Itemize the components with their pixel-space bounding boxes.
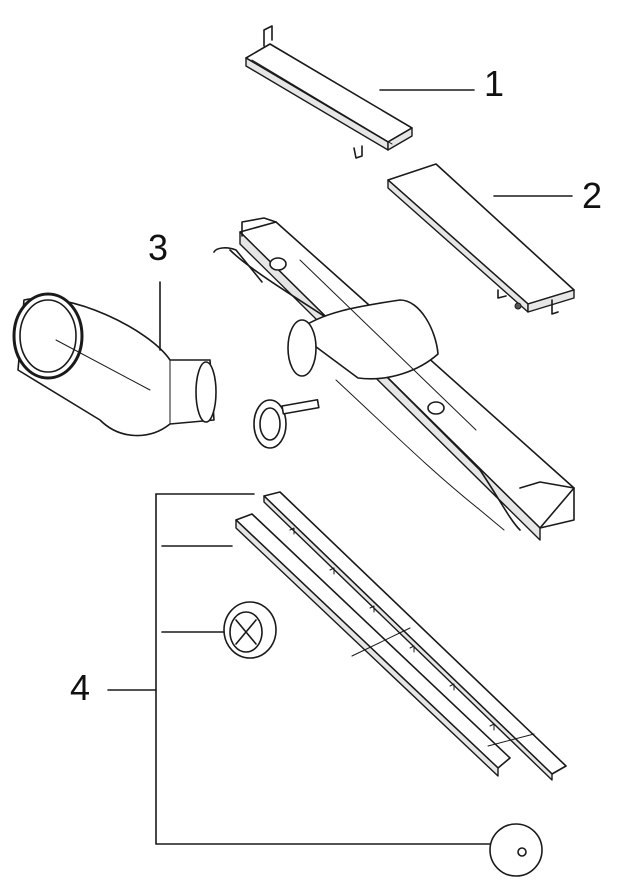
callout-3: 3 — [148, 227, 169, 268]
part-4-wheel-large — [223, 601, 277, 659]
part-2-cover-plate — [387, 163, 575, 315]
part-3-elbow-pipe — [12, 292, 217, 437]
part-1-cover-plate — [245, 25, 413, 159]
part-4-strip-b — [235, 513, 535, 777]
knob-spindle — [253, 398, 320, 449]
callout-2: 2 — [582, 175, 603, 216]
leader-lines-4 — [107, 493, 491, 845]
callout-1: 1 — [484, 63, 505, 104]
part-4-wheel-small — [489, 823, 543, 877]
part-4-strip-a — [263, 491, 567, 781]
callout-4: 4 — [70, 667, 91, 708]
nozzle-body — [213, 217, 575, 541]
